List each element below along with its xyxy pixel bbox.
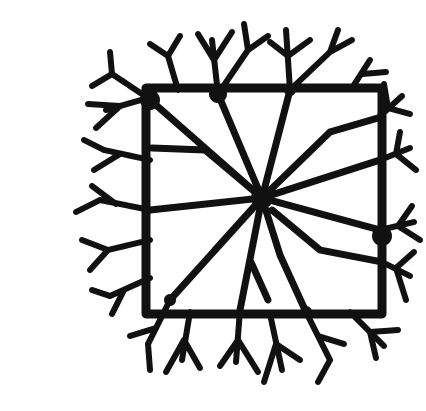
node-blots (140, 84, 392, 318)
